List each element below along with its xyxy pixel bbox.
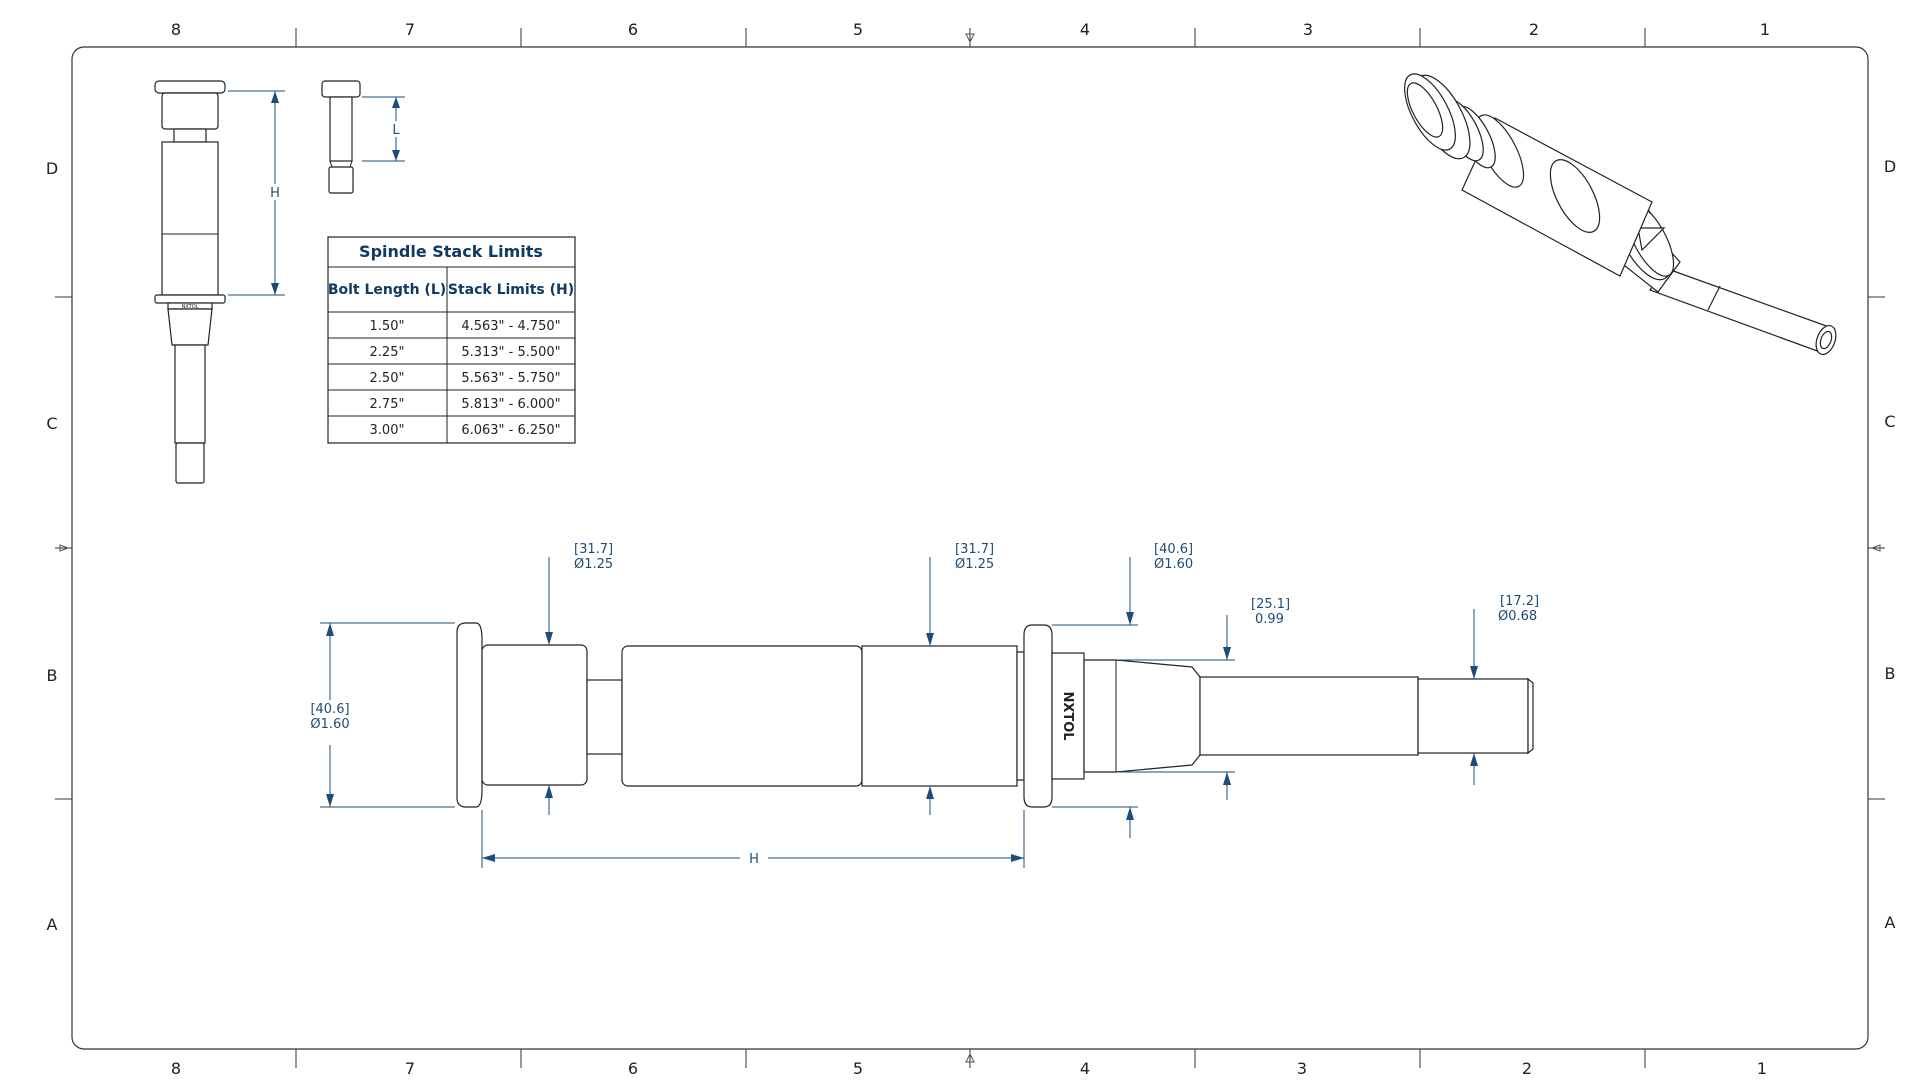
zone-label: 1: [1760, 20, 1770, 39]
zone-label: C: [1884, 412, 1895, 431]
zone-ticks: [55, 28, 1885, 1068]
table-cell: 6.063" - 6.250": [461, 423, 560, 438]
bottom-zone-labels: 8 7 6 5 4 3 2 1: [171, 1059, 1767, 1078]
top-zone-labels: 8 7 6 5 4 3 2 1: [171, 20, 1770, 39]
dimension-imperial: Ø1.25: [574, 557, 613, 572]
dimension-metric: [40.6]: [1154, 542, 1193, 557]
zone-label: 6: [628, 1059, 638, 1078]
zone-label: 7: [405, 20, 415, 39]
zone-label: 8: [171, 1059, 181, 1078]
zone-label: 3: [1303, 20, 1313, 39]
dimension-metric: [17.2]: [1500, 594, 1539, 609]
height-label: H: [270, 186, 280, 201]
zone-label: 2: [1529, 20, 1539, 39]
zone-label: 4: [1080, 20, 1090, 39]
dimension-metric: [25.1]: [1251, 597, 1290, 612]
dimension-metric: [31.7]: [574, 542, 613, 557]
zone-label: 2: [1522, 1059, 1532, 1078]
dimension-imperial: Ø1.25: [955, 557, 994, 572]
zone-label: 4: [1080, 1059, 1090, 1078]
table-cell: 5.563" - 5.750": [461, 371, 560, 386]
zone-label: D: [1884, 157, 1896, 176]
table-title: Spindle Stack Limits: [359, 242, 543, 261]
zone-label: B: [47, 666, 58, 685]
table-cell: 5.313" - 5.500": [461, 345, 560, 360]
zone-label: 7: [405, 1059, 415, 1078]
side-zone-labels: D C B A D C B A: [46, 157, 1896, 934]
table-cell: 4.563" - 4.750": [461, 319, 560, 334]
table-cell: 2.25": [370, 345, 405, 360]
table-cell: 2.50": [370, 371, 405, 386]
zone-label: C: [46, 414, 57, 433]
dimension-imperial: Ø1.60: [1154, 557, 1193, 572]
stack-assembly-side-view: NXTOL H: [154, 80, 285, 484]
table-cell: 2.75": [370, 397, 405, 412]
zone-label: B: [1885, 664, 1896, 683]
main-view-dimensions: [40.6] Ø1.60 [31.7] Ø1.25 [31.7] Ø1.25 […: [310, 542, 1539, 868]
table-cell: 3.00": [370, 423, 405, 438]
logo-mark: NXTOL: [1060, 691, 1075, 740]
dimension-imperial: Ø1.60: [310, 717, 349, 732]
zone-label: 6: [628, 20, 638, 39]
bolt-length-label: L: [392, 123, 400, 138]
zone-label: 8: [171, 20, 181, 39]
column-header: Stack Limits (H): [448, 282, 574, 298]
dimension-metric: [40.6]: [310, 702, 349, 717]
spindle-isometric-view: [1404, 73, 1837, 356]
logo-mark: NXTOL: [182, 304, 199, 310]
spindle-front-view: NXTOL: [456, 622, 1534, 808]
spindle-stack-limits-table: Spindle Stack Limits Bolt Length (L) Sta…: [327, 236, 576, 444]
zone-label: 3: [1297, 1059, 1307, 1078]
bolt-side-view: L: [321, 80, 405, 194]
dimension-imperial: 0.99: [1255, 612, 1284, 627]
overall-height-label: H: [749, 852, 759, 867]
zone-label: A: [1885, 913, 1896, 932]
column-header: Bolt Length (L): [328, 282, 446, 298]
table-cell: 5.813" - 6.000": [461, 397, 560, 412]
zone-label: 5: [853, 20, 863, 39]
zone-label: A: [47, 915, 58, 934]
zone-label: D: [46, 159, 58, 178]
zone-label: 1: [1757, 1059, 1767, 1078]
center-marks: [59, 33, 1881, 1063]
zone-label: 5: [853, 1059, 863, 1078]
dimension-imperial: Ø0.68: [1498, 609, 1537, 624]
table-cell: 1.50": [370, 319, 405, 334]
dimension-metric: [31.7]: [955, 542, 994, 557]
